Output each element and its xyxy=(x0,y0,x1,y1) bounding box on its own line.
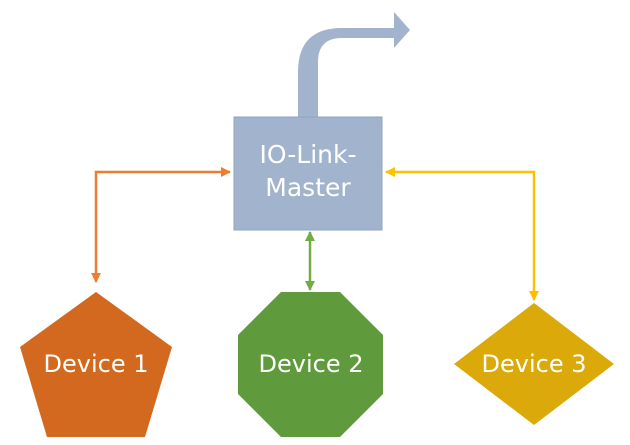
device-3-node: Device 3 xyxy=(454,303,614,425)
device-2-node: Device 2 xyxy=(238,292,383,437)
io-link-master-node: IO-Link- Master xyxy=(233,116,383,231)
device-1-node: Device 1 xyxy=(20,292,172,437)
device-3-label: Device 3 xyxy=(482,350,587,378)
master-label-line2: Master xyxy=(265,173,351,202)
device-1-label: Device 1 xyxy=(44,350,149,378)
connection-device-1 xyxy=(91,167,231,283)
uplink-arrow xyxy=(298,12,410,118)
connection-device-3 xyxy=(385,167,539,301)
device-2-label: Device 2 xyxy=(259,350,364,378)
master-label-line1: IO-Link- xyxy=(260,140,357,169)
